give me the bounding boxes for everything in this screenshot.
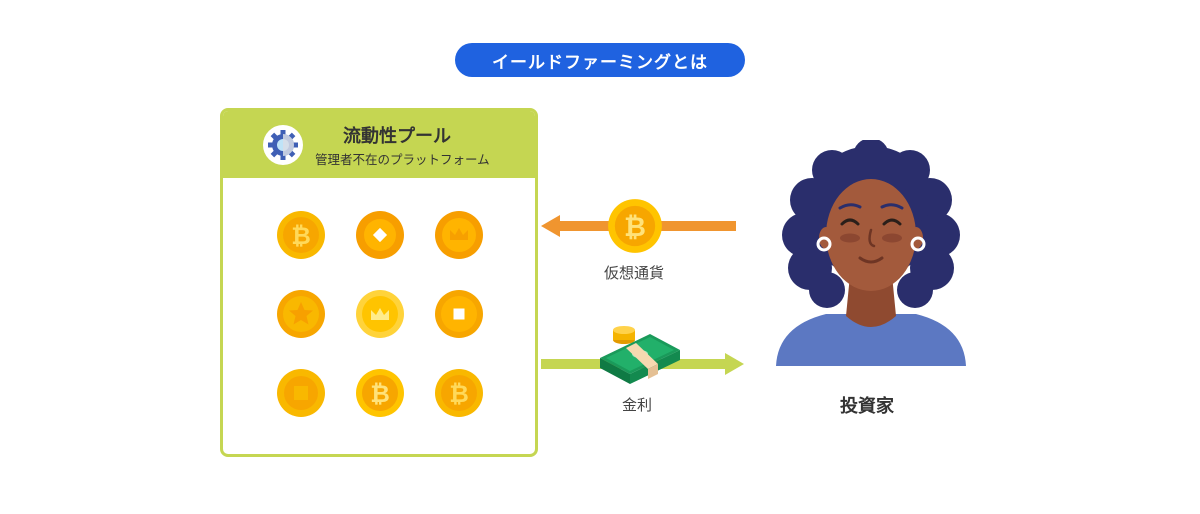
svg-text:₿: ₿ <box>370 380 390 408</box>
square-coin-icon <box>277 369 325 417</box>
svg-text:₿: ₿ <box>624 212 646 243</box>
bitcoin-coin-icon: ₿ <box>435 369 483 417</box>
money-stack-icon <box>600 326 680 384</box>
square-coin-icon <box>435 290 483 338</box>
diamond-coin-icon <box>356 211 404 259</box>
svg-text:₿: ₿ <box>291 222 311 250</box>
bitcoin-coin-icon: ₿ <box>356 369 404 417</box>
pool-header: 流動性プール 管理者不在のプラットフォーム <box>223 111 535 178</box>
interest-label: 金利 <box>622 396 653 414</box>
gear-icon <box>263 125 303 165</box>
investor-label: 投資家 <box>840 396 894 417</box>
pool-subtitle: 管理者不在のプラットフォーム <box>315 152 490 167</box>
svg-text:₿: ₿ <box>449 380 469 408</box>
page-title: イールドファーミングとは <box>455 43 745 77</box>
bitcoin-coin-icon: ₿ <box>608 199 662 253</box>
crown-coin-icon <box>356 290 404 338</box>
crown-coin-icon <box>435 211 483 259</box>
crypto-label: 仮想通貨 <box>604 264 665 282</box>
star-coin-icon <box>277 290 325 338</box>
pool-title: 流動性プール <box>343 126 451 147</box>
bitcoin-coin-icon: ₿ <box>277 211 325 259</box>
investor-avatar <box>776 140 966 366</box>
